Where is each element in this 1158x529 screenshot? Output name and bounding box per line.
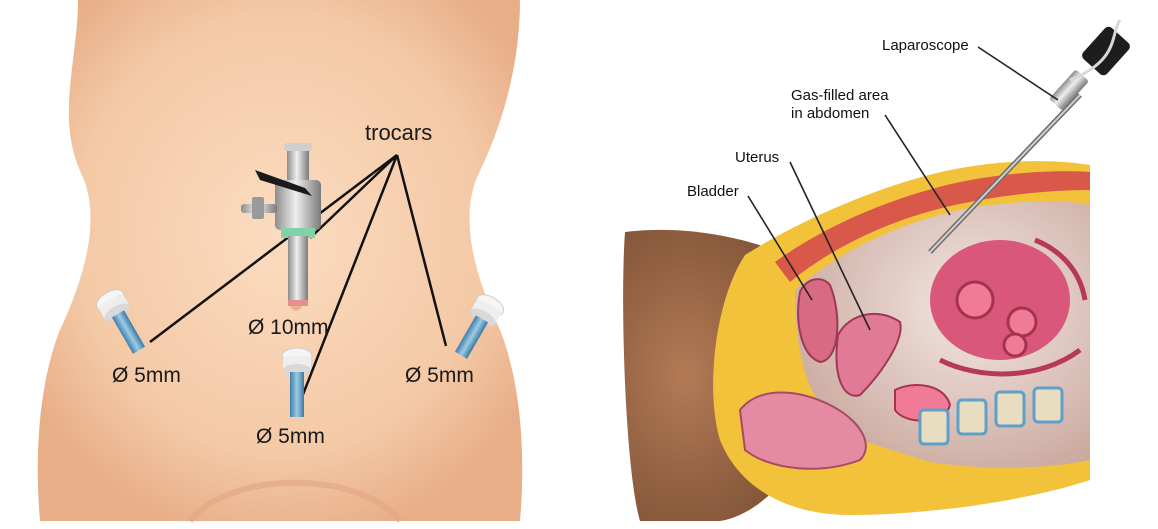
abdominal-muscle	[775, 171, 1090, 282]
cross-section-panel: Laparoscope Gas-filled area in abdomen U…	[623, 19, 1130, 521]
pointer-line-3	[298, 154, 399, 403]
trocar-5mm-right	[454, 294, 505, 359]
pointer-line-4	[395, 154, 448, 347]
bladder	[797, 278, 839, 364]
uterus-label: Uterus	[735, 149, 779, 166]
laparoscope	[928, 19, 1130, 254]
pointer-line-2	[309, 154, 398, 239]
annotation-lines	[747, 46, 1059, 331]
groin-contour	[187, 479, 403, 523]
trocar-5mm-center	[281, 347, 313, 417]
bladder-pointer	[747, 195, 813, 301]
uterus	[835, 313, 902, 397]
uterus-pointer	[789, 161, 871, 331]
bladder-label: Bladder	[687, 183, 739, 200]
trocar-pointer-lines	[149, 154, 448, 403]
intestines	[930, 237, 1088, 377]
laparoscope-label: Laparoscope	[882, 37, 969, 54]
abdomen-panel: trocars Ø 10mm Ø 5mm Ø 5mm Ø 5mm	[37, 0, 523, 523]
gas-area-pointer	[884, 114, 951, 216]
gas-area-label-line2: in abdomen	[791, 105, 869, 122]
spine	[918, 386, 1064, 446]
trocar-5mm-left	[95, 289, 146, 354]
trocar-size-label-center: Ø 5mm	[256, 425, 325, 448]
trocar-size-label-10mm: Ø 10mm	[248, 316, 329, 339]
laparoscope-pointer	[977, 46, 1059, 101]
rectum	[738, 391, 867, 470]
trocars-label: trocars	[365, 120, 432, 145]
pointer-line-1	[149, 154, 398, 343]
trocar-10mm	[241, 143, 321, 306]
gas-area-label-line1: Gas-filled area	[791, 87, 889, 104]
trocar-size-label-left: Ø 5mm	[112, 364, 181, 387]
torso-skin	[37, 0, 523, 521]
trocar-size-label-right: Ø 5mm	[405, 364, 474, 387]
